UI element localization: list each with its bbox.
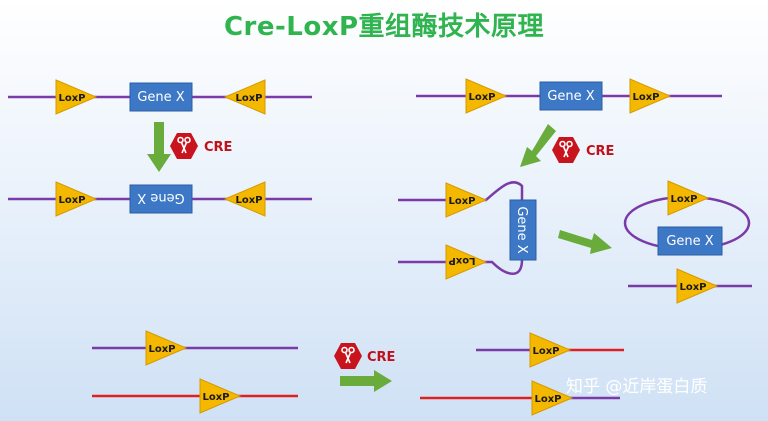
dna-loop	[398, 259, 524, 275]
cre-icon	[551, 136, 581, 164]
gene-x-label: Gene X	[547, 89, 594, 104]
loxp-site: LoxP	[667, 180, 709, 216]
gene-x-box	[539, 81, 603, 111]
gene-x-box	[657, 226, 723, 256]
watermark-text: 知乎 @近岸蛋白质	[566, 377, 707, 397]
process-arrow	[558, 230, 612, 254]
loxp-label: LoxP	[235, 195, 262, 206]
loxp-site: LoxP	[465, 78, 507, 114]
gene-x-vertical-label: Gene X	[514, 206, 529, 253]
loxp-site: LoxP	[445, 182, 487, 218]
process-arrow	[520, 124, 556, 167]
process-arrow	[147, 122, 171, 172]
cre-icon	[169, 132, 199, 160]
loxp-label: LoxP	[632, 92, 659, 103]
loxp-site: LoxP	[145, 330, 187, 366]
loxp-label: LoxP	[679, 282, 706, 293]
cre-label: CRE	[367, 350, 395, 365]
loxp-label: LoxP	[468, 92, 495, 103]
loxp-site: LoxP	[445, 244, 487, 280]
gene-x-inverted-box	[129, 184, 193, 214]
loxp-label: LoxP	[148, 344, 175, 355]
loxp-site: LoxP	[224, 181, 266, 217]
gene-x-label: Gene X	[137, 90, 184, 105]
cre-icon	[333, 342, 363, 370]
cre-label: CRE	[586, 144, 614, 159]
loxp-site: LoxP	[199, 378, 241, 414]
loxp-label: LoxP	[202, 392, 229, 403]
gene-x-label: Gene X	[666, 234, 713, 249]
loxp-site: LoxP	[55, 181, 97, 217]
loxp-site: LoxP	[224, 79, 266, 115]
loxp-label: LoxP	[670, 194, 697, 205]
panel-excision: LoxP Gene X LoxP CRE LoxP Gene X	[398, 78, 752, 304]
diagram-title: Cre-LoxP重组酶技术原理	[223, 12, 545, 42]
process-arrow	[340, 370, 392, 392]
loxp-site: LoxP	[676, 268, 718, 304]
loxp-label: LoxP	[58, 93, 85, 104]
loxp-site: LoxP	[55, 79, 97, 115]
loxp-site: LoxP	[529, 332, 571, 368]
loxp-site: LoxP	[629, 78, 671, 114]
cre-label: CRE	[204, 140, 232, 155]
loxp-label: LoxP	[448, 255, 475, 266]
panel-inversion: LoxP Gene X LoxP CRE LoxP Gene X Lox	[8, 79, 312, 217]
gene-x-vertical-box	[509, 199, 537, 261]
loxp-site: LoxP	[531, 380, 573, 416]
gene-x-box	[129, 82, 193, 112]
gene-x-inverted-label: Gene X	[137, 190, 184, 205]
loxp-label: LoxP	[448, 196, 475, 207]
loxp-label: LoxP	[58, 195, 85, 206]
loxp-label: LoxP	[235, 93, 262, 104]
loxp-label: LoxP	[534, 394, 561, 405]
panel-translocation: LoxP LoxP CRE LoxP LoxP	[92, 330, 624, 416]
loxp-label: LoxP	[532, 346, 559, 357]
